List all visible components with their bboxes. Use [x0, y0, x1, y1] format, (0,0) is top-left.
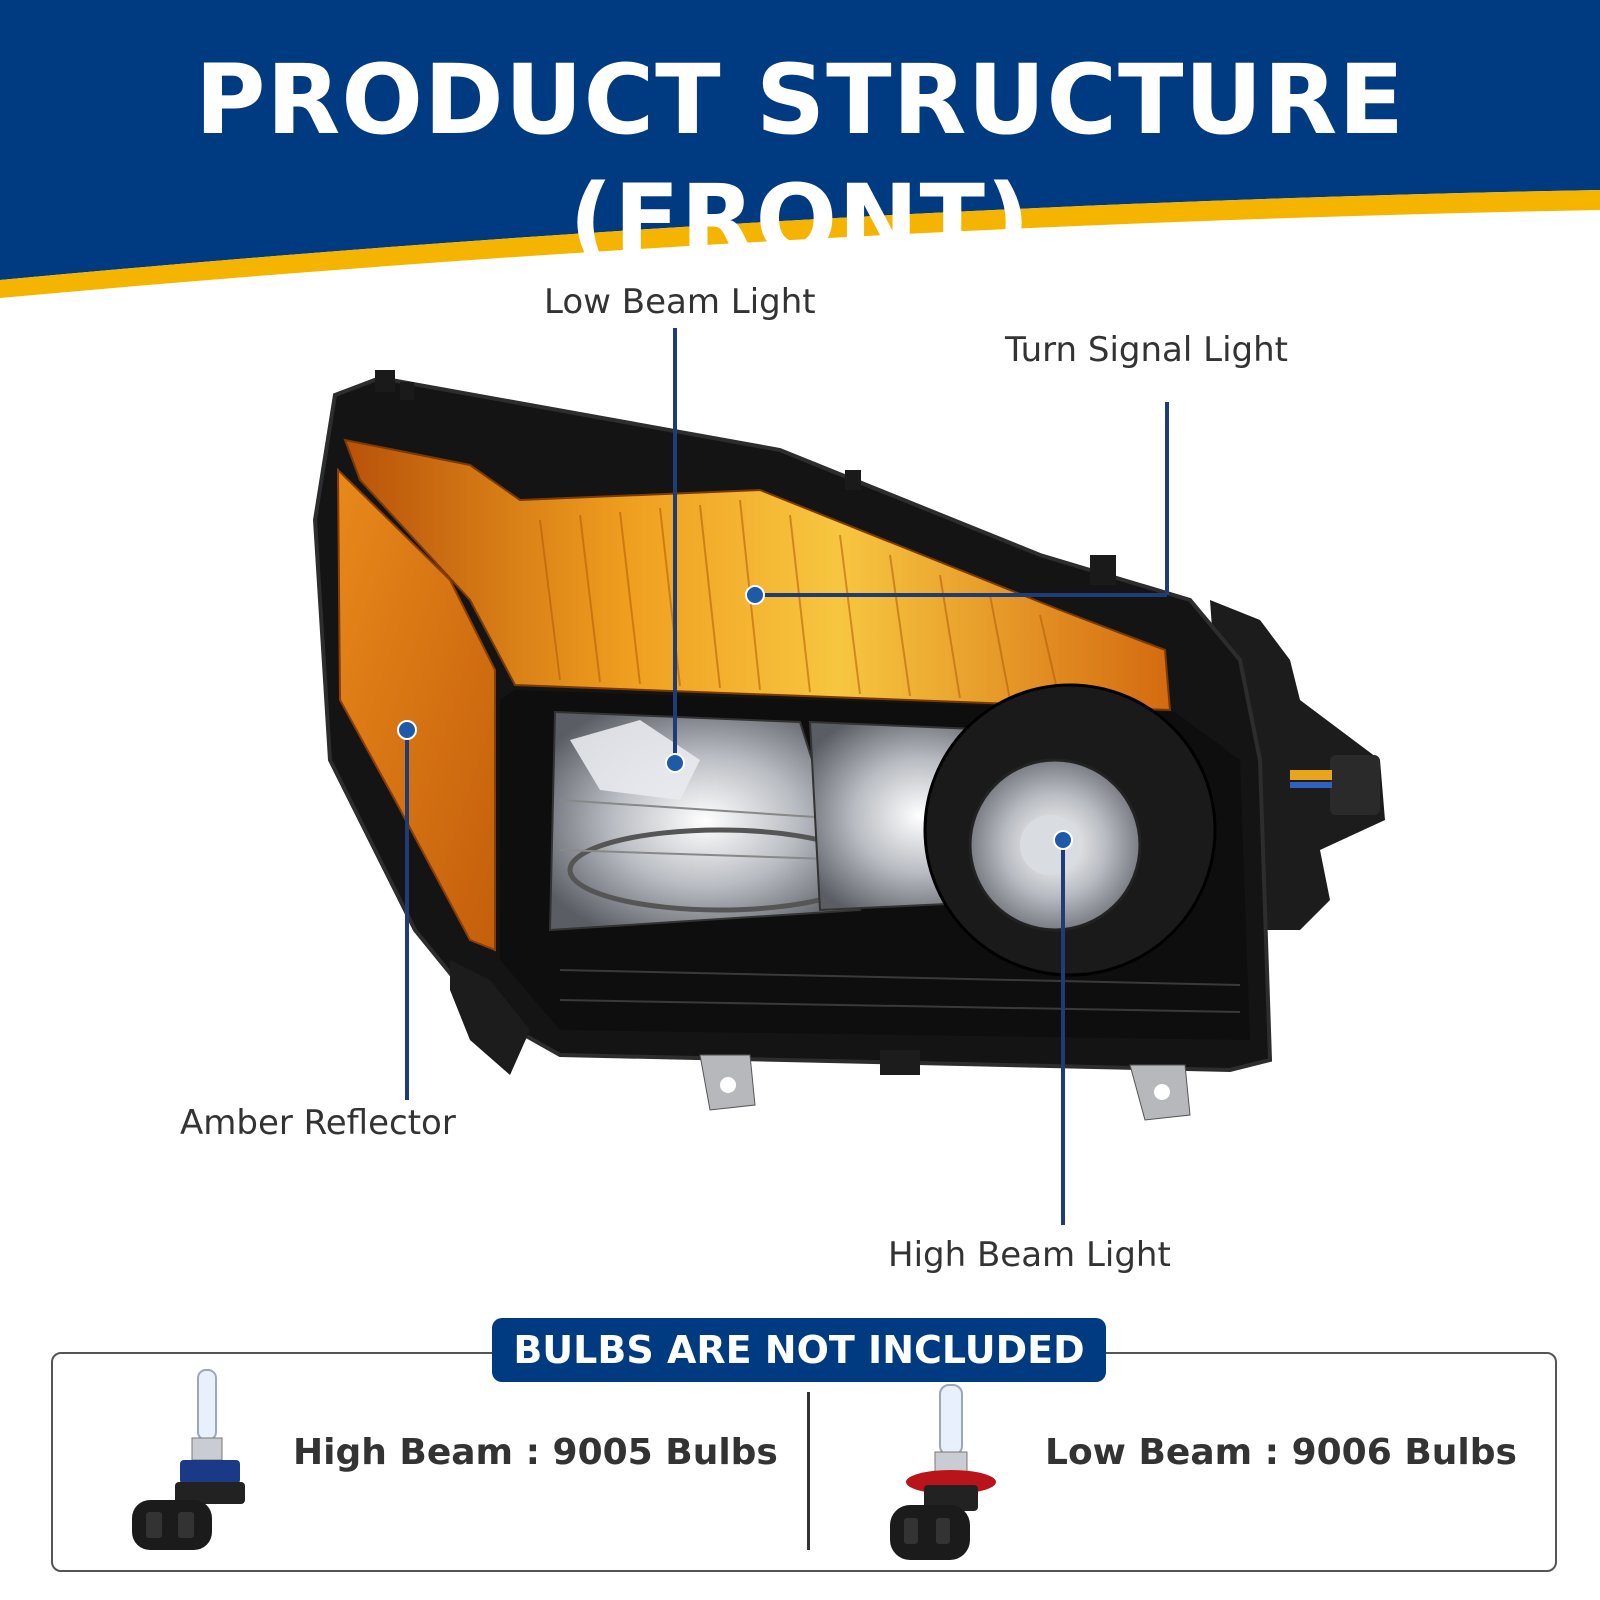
- label-turn-signal-light: Turn Signal Light: [1005, 330, 1288, 370]
- label-amber-reflector: Amber Reflector: [180, 1103, 456, 1143]
- low-beam-reflector: [548, 710, 873, 932]
- bulb-9005-icon: [132, 1369, 245, 1550]
- bulbs-not-included-badge: BULBS ARE NOT INCLUDED: [492, 1318, 1106, 1382]
- callout-markers: [397, 585, 1073, 850]
- headlight-illustration: [312, 328, 1385, 1225]
- header-yellow-stripe: [0, 190, 1600, 298]
- page-title: PRODUCT STRUCTURE (FRONT): [195, 44, 1405, 276]
- label-low-beam-light: Low Beam Light: [544, 282, 816, 322]
- turn-signal-lens: [343, 438, 1172, 712]
- marker-low-beam: [665, 753, 685, 773]
- wiring-connector: [1330, 755, 1380, 815]
- bulb-panel-divider: [807, 1392, 810, 1550]
- bottom-mounting-tabs: [450, 960, 1191, 1121]
- marker-amber-reflector: [397, 720, 417, 740]
- low-beam-bulb-label: Low Beam : 9006 Bulbs: [1045, 1432, 1517, 1473]
- marker-turn-signal: [745, 585, 765, 605]
- header-blue-band: [0, 0, 1600, 280]
- marker-high-beam: [1053, 830, 1073, 850]
- high-beam-projector: [808, 683, 1217, 977]
- high-beam-bulb-label: High Beam : 9005 Bulbs: [293, 1432, 778, 1473]
- amber-reflector: [336, 467, 496, 952]
- header-band: [0, 0, 1600, 298]
- top-clips: [375, 370, 1116, 585]
- lower-lens-lines: [559, 969, 1241, 1013]
- label-high-beam-light: High Beam Light: [888, 1235, 1171, 1275]
- bulb-9006-icon: [890, 1384, 996, 1560]
- callout-lines: [405, 328, 1169, 1225]
